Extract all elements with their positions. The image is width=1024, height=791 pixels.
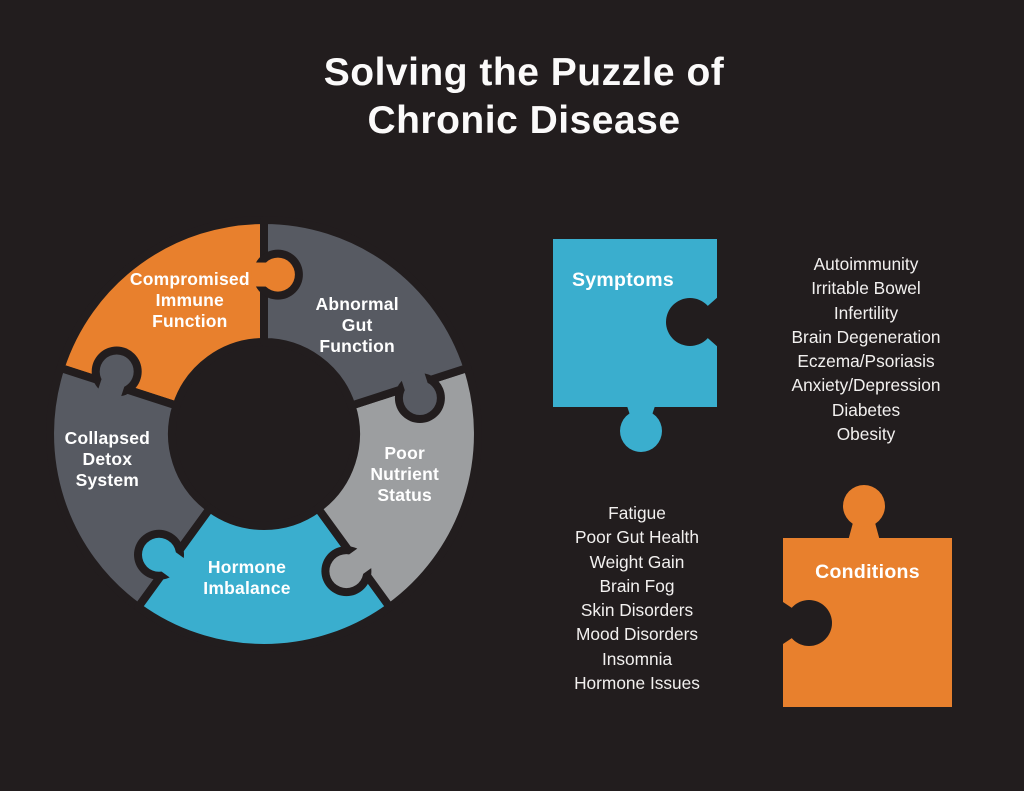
- list-item: Poor Gut Health: [575, 527, 699, 548]
- conditions-puzzle-piece: [780, 485, 952, 707]
- list-item: Brain Fog: [599, 575, 675, 596]
- list-item: Weight Gain: [589, 551, 685, 572]
- symptoms-piece-socket-neck: [702, 296, 719, 348]
- symptoms-piece-socket-bulb: [666, 298, 714, 346]
- donut-label-poor-nutrient-status: Poor Nutrient Status: [370, 442, 439, 505]
- list-item: Insomnia: [601, 648, 673, 669]
- donut-segment-poor-nutrient-status: [314, 363, 482, 612]
- donut-knob-bulb-hormone-imbalance: [142, 537, 176, 572]
- list-item: Obesity: [836, 424, 896, 445]
- donut-label-hormone-imbalance: Hormone Imbalance: [203, 557, 291, 598]
- conditions-piece-label: Conditions: [815, 561, 920, 583]
- symptoms-piece-label: Symptoms: [571, 269, 675, 291]
- donut-knob-bulb-abnormal-gut-function: [402, 381, 437, 415]
- donut-label-abnormal-gut-function: Abnormal Gut Function: [315, 294, 399, 357]
- donut-label-collapsed-detox-system: Collapsed Detox System: [64, 427, 151, 490]
- list-item: Hormone Issues: [574, 673, 700, 694]
- donut-knob-bulb-collapsed-detox-system: [99, 354, 134, 389]
- list-item: Brain Degeneration: [791, 326, 941, 347]
- list-item: Autoimmunity: [813, 254, 919, 274]
- list-item: Mood Disorders: [576, 624, 698, 645]
- symptoms-puzzle-piece: [553, 239, 719, 452]
- list-item: Skin Disorders: [580, 600, 694, 621]
- page-title: Solving the Puzzle of Chronic Disease: [323, 51, 725, 142]
- list-item: Anxiety/Depression: [791, 375, 941, 396]
- list-item: Infertility: [833, 302, 899, 323]
- list-item: Eczema/Psoriasis: [797, 351, 935, 372]
- list-item: Diabetes: [831, 399, 901, 420]
- list-item: Fatigue: [608, 503, 666, 523]
- donut-segment-hormone-imbalance: [134, 504, 394, 652]
- list-item: Irritable Bowel: [811, 278, 921, 299]
- conditions-piece-socket-neck: [780, 600, 798, 646]
- donut-knob-bulb-poor-nutrient-status: [329, 554, 364, 589]
- donut-knob-bulb-compromised-immune-function: [260, 257, 295, 292]
- chronic-disease-puzzle-wheel: [46, 216, 482, 652]
- conditions-piece-tab-bulb: [843, 485, 885, 527]
- conditions-piece-socket-bulb: [786, 600, 832, 646]
- donut-segment-abnormal-gut-function: [260, 216, 472, 410]
- symptoms-piece-tab-bulb: [620, 410, 662, 452]
- donut-label-compromised-immune-function: Compromised Immune Function: [129, 269, 250, 332]
